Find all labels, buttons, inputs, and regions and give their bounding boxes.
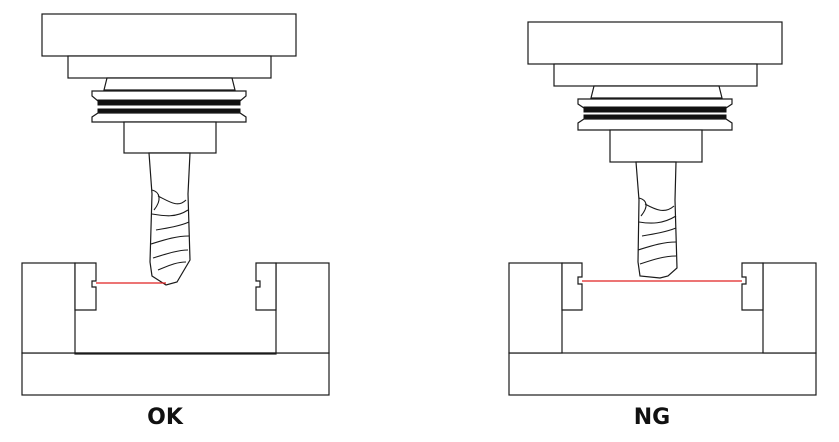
panel-label-ng: NG bbox=[634, 405, 670, 430]
spindle-head bbox=[527, 21, 783, 163]
panel-ok: OK bbox=[21, 13, 330, 430]
end-mill-tool bbox=[635, 161, 678, 279]
panel-ng: NG bbox=[508, 21, 817, 430]
panel-label-ok: OK bbox=[147, 405, 184, 430]
workpiece-fixture bbox=[21, 262, 330, 396]
workpiece-fixture bbox=[508, 262, 817, 396]
end-mill-tool bbox=[148, 152, 191, 286]
spindle-head bbox=[41, 13, 297, 154]
